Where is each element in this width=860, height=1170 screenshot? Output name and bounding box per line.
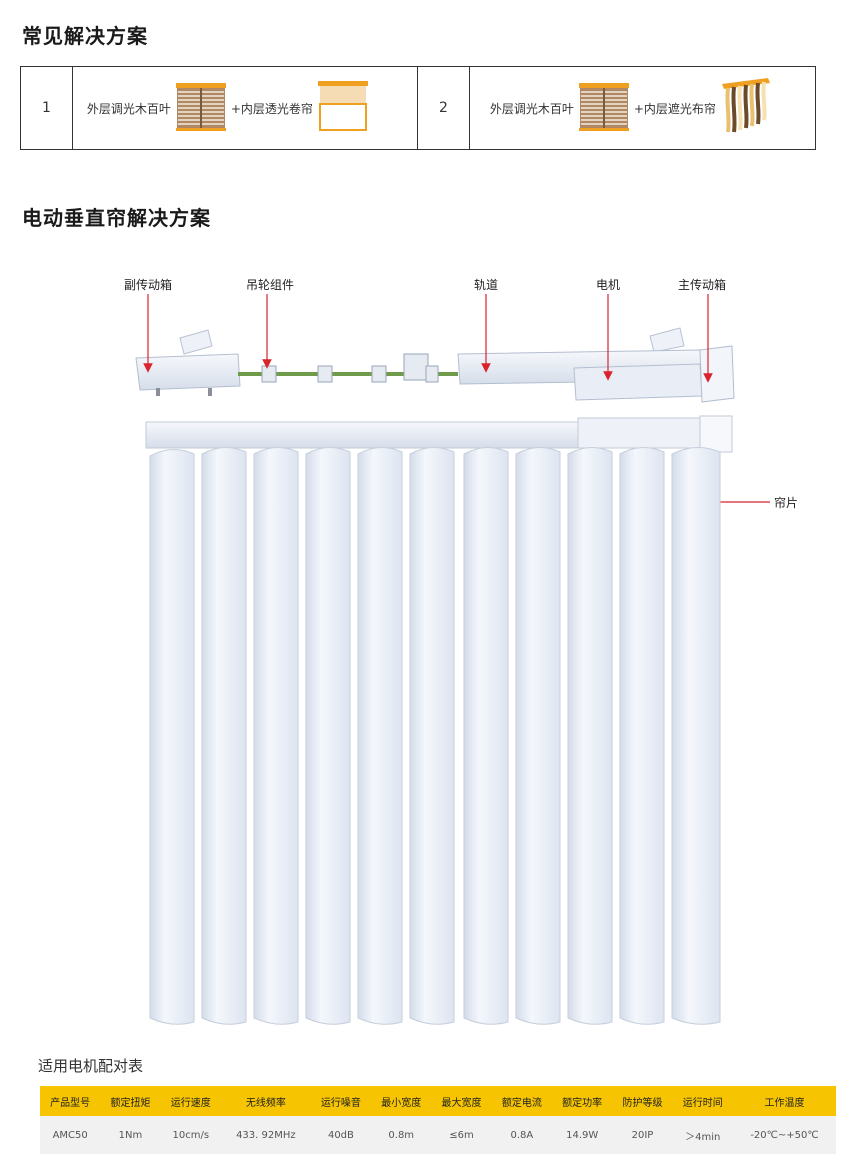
header-cell: 工作温度 [732,1086,836,1116]
solution-2-inner: +内层遮光布帘 [633,101,716,116]
drape-curtain-icon [720,76,772,141]
roller-shade-icon [317,80,369,137]
motor-table: 产品型号 额定扭矩 运行速度 无线频率 运行噪音 最小宽度 最大宽度 额定电流 … [40,1086,836,1154]
aux-gearbox [135,353,241,396]
header-cell: 最大宽度 [431,1086,492,1116]
main-gearbox [699,345,735,403]
solution-1: 外层调光木百叶 +内层透光卷帘 [73,67,418,149]
header-cell: 运行噪音 [310,1086,372,1116]
table-cell: ＞4min [672,1116,733,1154]
section-title-common: 常见解决方案 [22,24,148,48]
solution-2: 外层调光木百叶 +内层遮光布帘 [470,67,815,149]
header-cell: 运行速度 [160,1086,221,1116]
solution-index-1: 1 [21,67,73,149]
table-cell: -20℃~+50℃ [732,1116,836,1154]
header-cell: 无线频率 [220,1086,311,1116]
motor-housing [573,363,703,401]
label-aux-gearbox: 副传动箱 [124,278,173,292]
table-cell: 20IP [612,1116,673,1154]
table-cell: 40dB [310,1116,372,1154]
header-cell: 防护等级 [612,1086,673,1116]
label-main-gearbox: 主传动箱 [678,278,727,292]
table-cell: 433. 92MHz [220,1116,311,1154]
header-cell: 运行时间 [672,1086,733,1116]
table-row: AMC50 1Nm 10cm/s 433. 92MHz 40dB 0.8m ≤6… [40,1116,836,1154]
table-cell: 0.8A [491,1116,553,1154]
vertical-blind-diagram: 副传动箱 吊轮组件 轨道 电机 主传动箱 帘片 [0,250,860,1030]
header-cell: 额定电流 [491,1086,553,1116]
wood-blind-icon [175,81,227,136]
solution-1-outer: 外层调光木百叶 [86,101,171,116]
solution-2-outer: 外层调光木百叶 [489,101,574,116]
table-cell: ≤6m [431,1116,492,1154]
header-cell: 产品型号 [40,1086,101,1116]
solutions-table: 1 外层调光木百叶 +内 [20,66,816,150]
label-motor: 电机 [596,278,621,292]
pulley-rod [238,353,458,383]
slats [149,447,721,1025]
header-cell: 额定功率 [552,1086,613,1116]
solution-1-inner: +内层透光卷帘 [230,101,313,116]
table-cell: AMC50 [40,1116,101,1154]
motor-table-header-row: 产品型号 额定扭矩 运行速度 无线频率 运行噪音 最小宽度 最大宽度 额定电流 … [40,1086,836,1116]
table-cell: 1Nm [100,1116,161,1154]
section-title-vertical: 电动垂直帘解决方案 [22,206,211,230]
mounting-bracket-right [649,327,685,353]
wood-blind-icon [578,81,630,136]
label-pulley: 吊轮组件 [246,278,295,292]
header-cell: 额定扭矩 [100,1086,161,1116]
assembled-headrail [145,415,733,453]
motor-table-title: 适用电机配对表 [38,1057,144,1075]
table-cell: 10cm/s [160,1116,221,1154]
blind-illustration [135,294,770,1025]
mounting-bracket-left [179,329,213,355]
label-slat: 帘片 [774,496,799,510]
table-cell: 14.9W [552,1116,613,1154]
label-track: 轨道 [474,278,499,292]
solution-index-2: 2 [418,67,470,149]
table-cell: 0.8m [371,1116,432,1154]
header-cell: 最小宽度 [371,1086,432,1116]
